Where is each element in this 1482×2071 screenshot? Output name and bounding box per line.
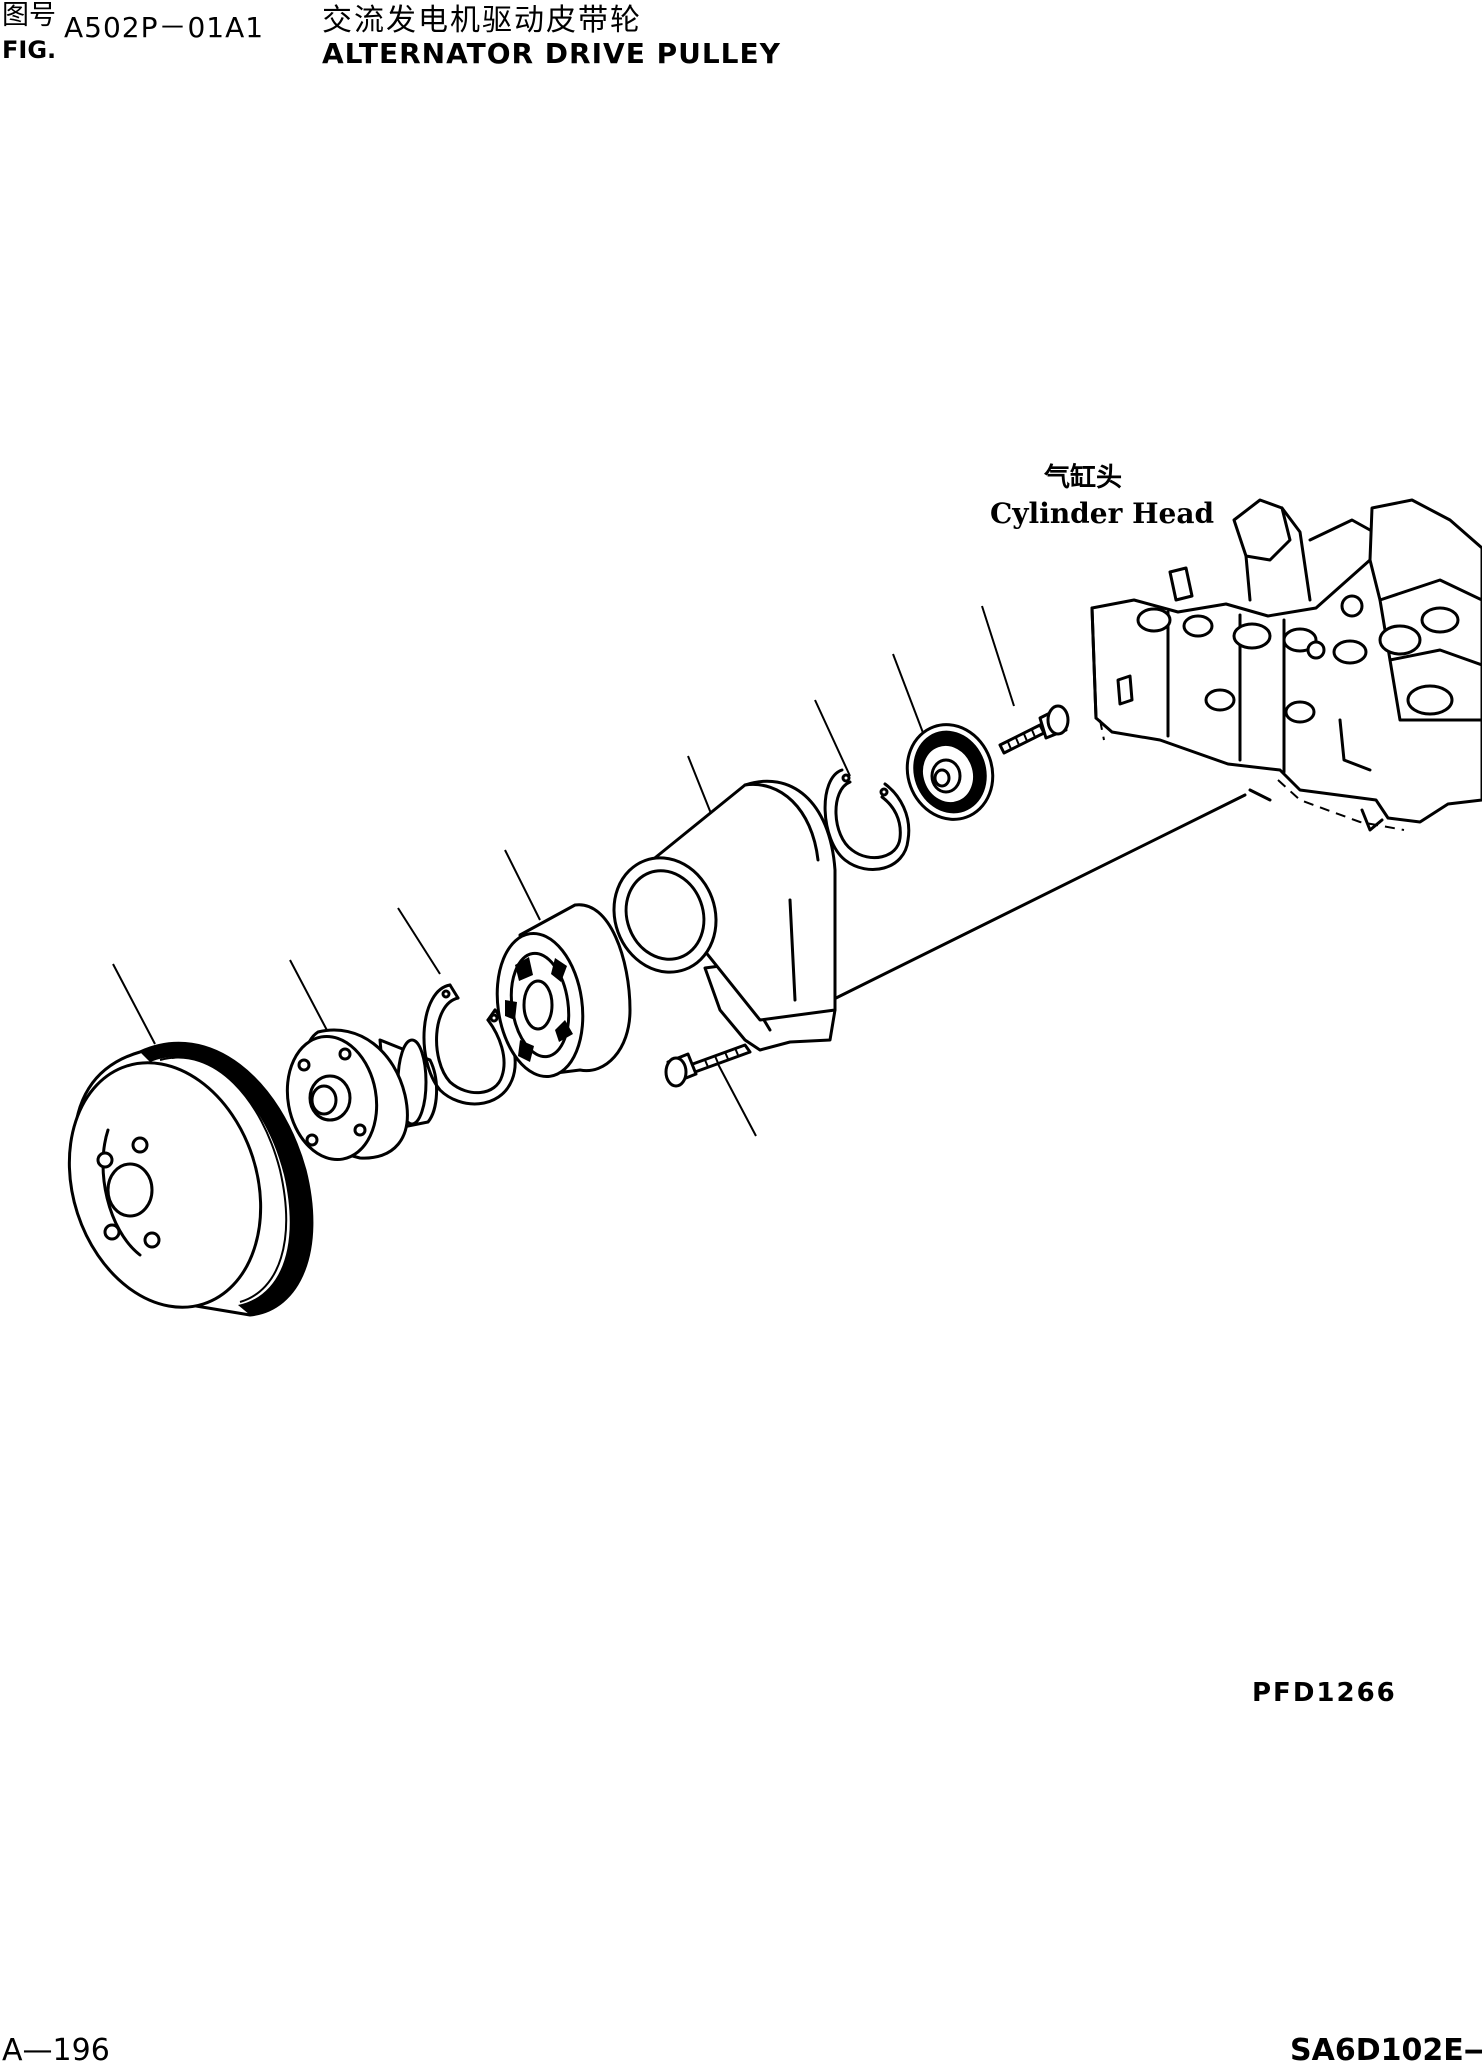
drawing-code: PFD1266 xyxy=(1252,1680,1397,1706)
cylinder-head-drawing xyxy=(1092,500,1482,830)
housing-bracket-drawing xyxy=(598,781,835,1050)
alignment-line-tip xyxy=(1250,790,1270,800)
seal-washer-drawing xyxy=(894,713,1006,832)
alignment-line xyxy=(828,795,1245,1002)
cylinder-head-bolt-drawing xyxy=(1000,706,1068,753)
page-number: A—196 xyxy=(2,2036,110,2066)
cylinder-head-label: Cylinder Head xyxy=(990,500,1214,528)
snap-ring-rear-drawing xyxy=(825,770,909,870)
cylinder-head-label-chinese: 气缸头 xyxy=(1044,465,1122,491)
bracket-bolt-drawing xyxy=(666,1045,750,1086)
engine-model: SA6D102E—1 xyxy=(1290,2036,1482,2066)
drive-pulley-drawing xyxy=(39,1038,312,1333)
pulley-hub-drawing xyxy=(278,1029,437,1166)
bearing-drawing xyxy=(488,905,630,1082)
